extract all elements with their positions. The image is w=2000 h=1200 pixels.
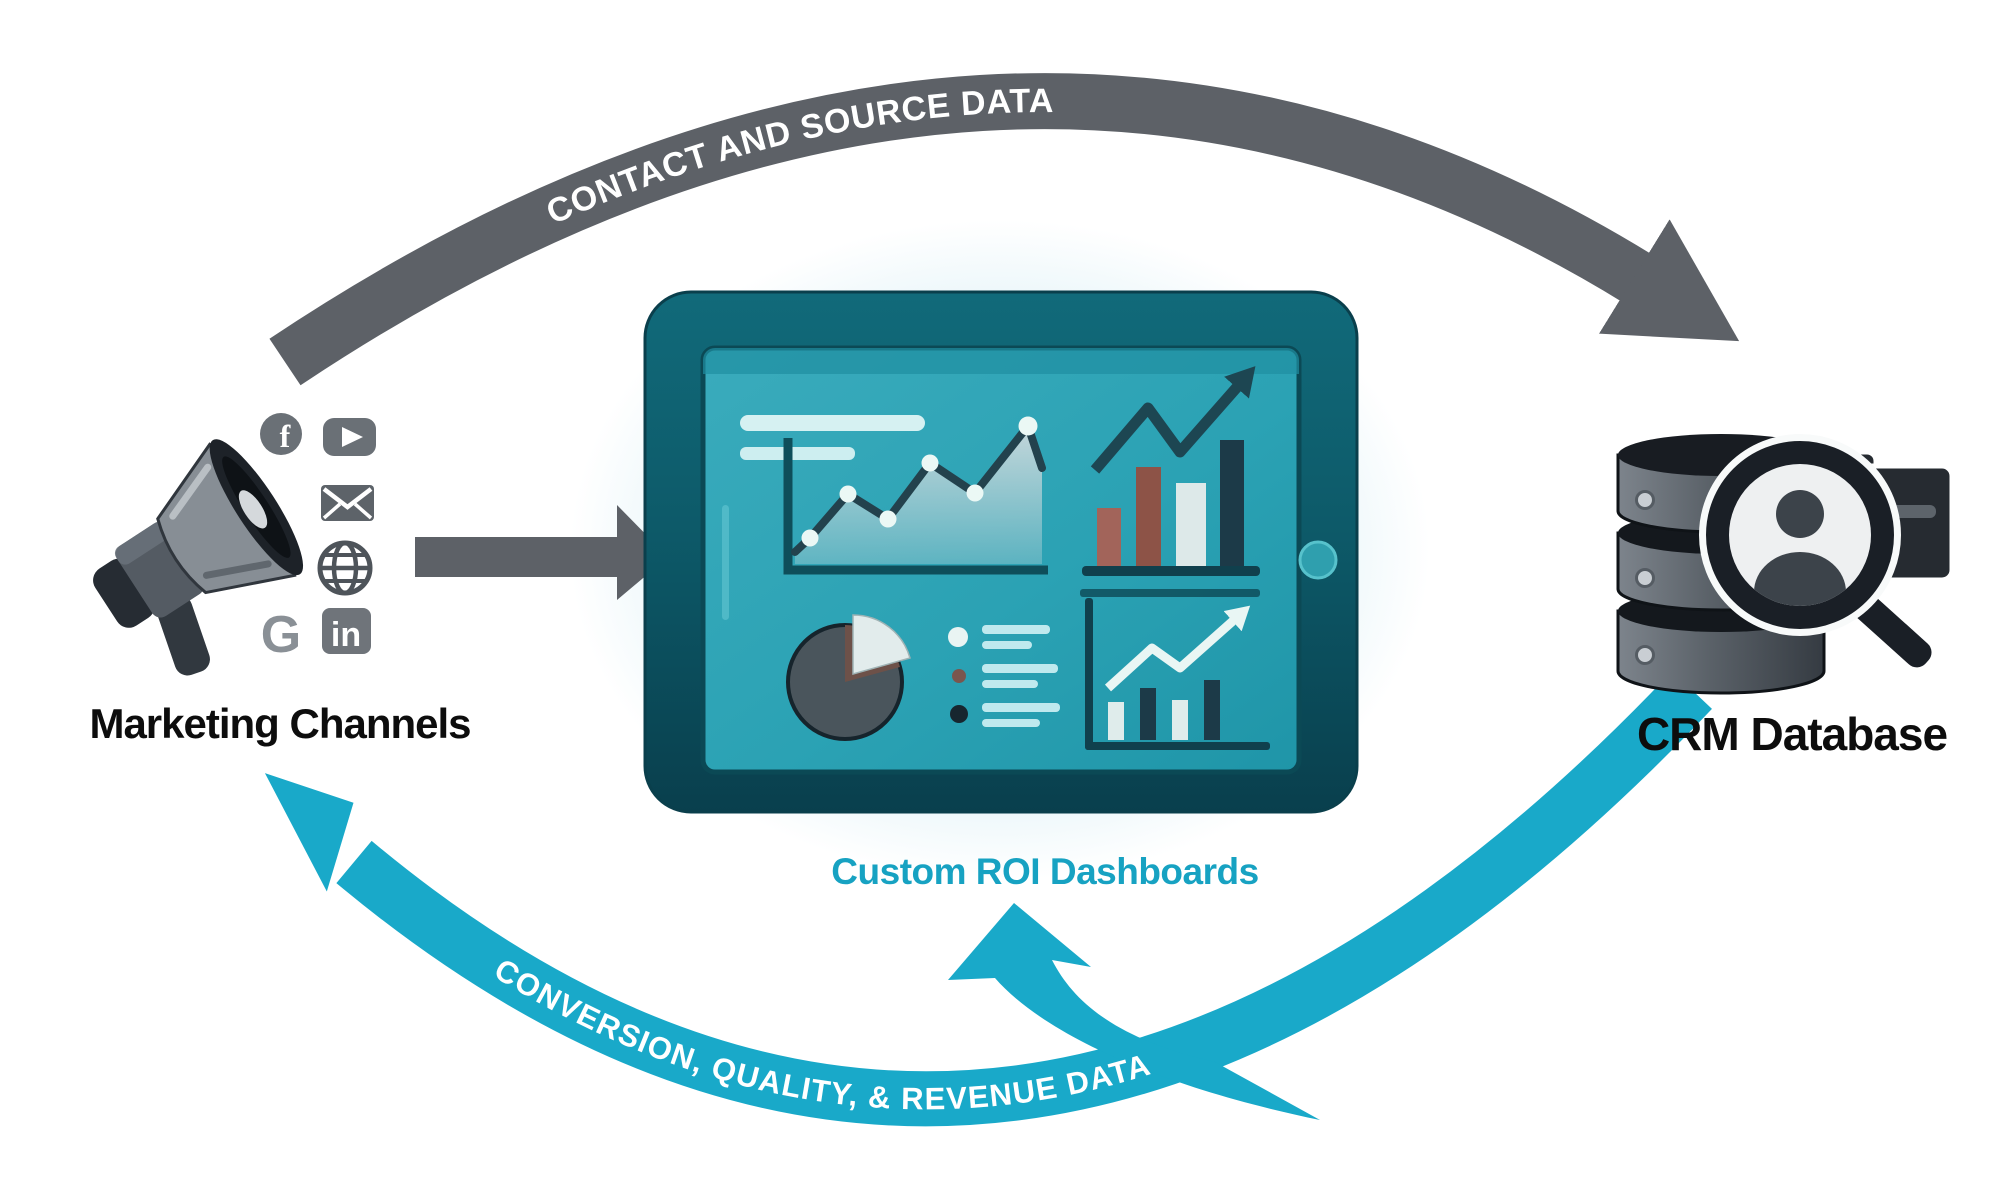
facebook-icon: f [260,413,302,455]
dashboard-tablet [643,290,1359,814]
right-arrow-icon [415,505,668,600]
mini-trend-panel [1085,598,1270,750]
linkedin-icon: in [322,608,371,654]
line-chart-panel [783,416,1048,575]
pie-chart-panel [786,614,1060,741]
bar-chart-panel [1080,366,1260,597]
crm-database-label: CRM Database [1636,708,1948,760]
email-icon [321,485,374,521]
bezel-highlight [722,505,729,620]
home-button-icon [1298,540,1338,580]
marketing-channels-label: Marketing Channels [89,700,471,747]
screen-title-line [740,415,925,431]
top-flow-arc [269,73,1740,386]
youtube-icon [323,418,376,456]
screen-subtitle-line [740,447,855,460]
magnifier-person-icon [1699,434,1938,674]
bottom-flow-arrowhead [264,773,354,892]
crm-database-icon [1616,434,1955,695]
megaphone-icon [93,439,304,676]
google-icon: G [261,606,301,664]
branch-arrow-to-dashboard [948,903,1320,1120]
google-glyph: G [261,606,301,664]
bottom-flow-arc [336,671,1712,1127]
dashboard-label: Custom ROI Dashboards [831,851,1259,892]
linkedin-glyph: in [331,616,361,654]
globe-icon [317,540,373,596]
facebook-glyph: f [280,418,291,454]
